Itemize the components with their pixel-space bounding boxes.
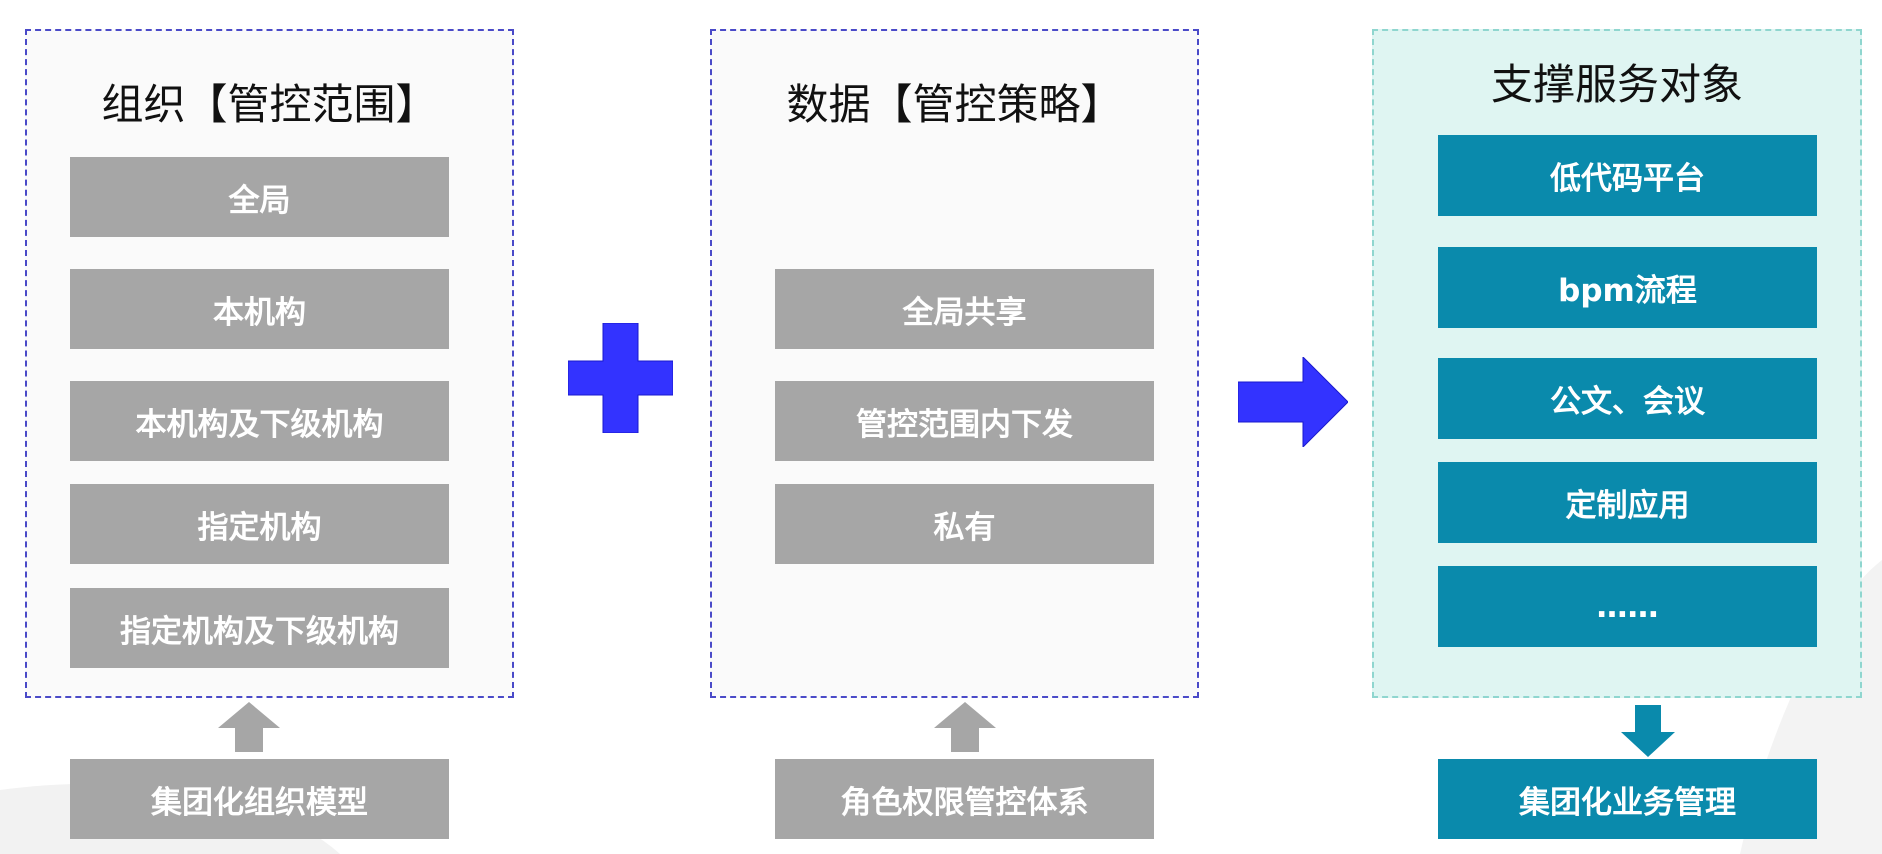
service-lowcode: 低代码平台 — [1438, 135, 1817, 216]
data-policy-panel: 数据【管控策略】 — [710, 29, 1199, 698]
org-item-global: 全局 — [70, 157, 449, 237]
data-item-private: 私有 — [775, 484, 1154, 564]
up-arrow-icon — [218, 702, 280, 752]
org-item-own: 本机构 — [70, 269, 449, 349]
org-model-box: 集团化组织模型 — [70, 759, 449, 839]
org-panel-title: 组织【管控范围】 — [101, 80, 438, 129]
data-item-scope-distribute: 管控范围内下发 — [775, 381, 1154, 461]
up-arrow-icon — [934, 702, 996, 752]
support-panel-title: 支撑服务对象 — [1490, 60, 1743, 109]
org-item-own-and-sub: 本机构及下级机构 — [70, 381, 449, 461]
data-item-global-share: 全局共享 — [775, 269, 1154, 349]
org-scope-panel: 组织【管控范围】 — [25, 29, 514, 698]
org-item-specified-and-sub: 指定机构及下级机构 — [70, 588, 449, 668]
down-arrow-icon — [1621, 705, 1675, 757]
plus-icon — [568, 323, 673, 433]
right-arrow-icon — [1238, 357, 1348, 447]
service-more: …… — [1438, 566, 1817, 647]
service-bpm: bpm流程 — [1438, 247, 1817, 328]
group-business-box: 集团化业务管理 — [1438, 759, 1817, 839]
role-permission-box: 角色权限管控体系 — [775, 759, 1154, 839]
service-document-meeting: 公文、会议 — [1438, 358, 1817, 439]
org-item-specified: 指定机构 — [70, 484, 449, 564]
service-custom-app: 定制应用 — [1438, 462, 1817, 543]
data-panel-title: 数据【管控策略】 — [786, 80, 1123, 129]
